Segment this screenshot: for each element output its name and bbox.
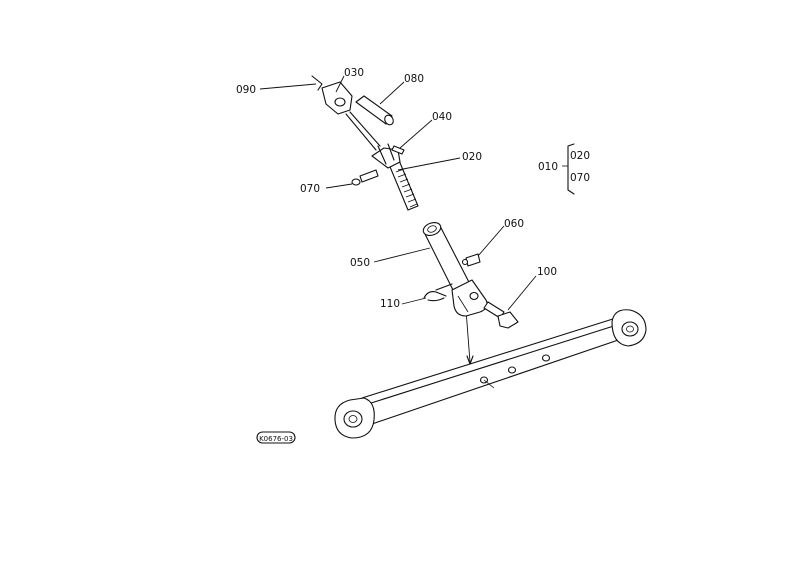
figure-code: K0676-03 [259,435,293,443]
lift-rod-tube [422,222,488,317]
attach-arrow-icon [466,355,474,365]
label-110: 110 [380,298,400,310]
label-040: 040 [432,111,452,123]
label-060: 060 [504,218,524,230]
label-030: 030 [344,67,364,79]
small-bolt [391,145,405,155]
attach-leader [465,309,471,363]
label-090: 090 [236,84,256,96]
grease-nipple [461,253,481,267]
label-070: 070 [300,183,320,195]
label-010-020: 020 [570,150,590,162]
label-020: 020 [462,151,482,163]
label-080: 080 [404,73,424,85]
pin-bolt [483,301,519,329]
assembly-legend: 010 020 070 [538,143,590,195]
top-yoke [311,75,381,151]
snap-pin [423,283,453,302]
label-100: 100 [537,266,557,278]
screw [351,169,379,186]
bar-hole-3 [541,354,551,362]
legend-bracket [567,143,575,195]
bar-hole-2 [507,366,517,374]
figure-code-badge: K0676-03 [256,431,296,444]
label-010-070: 070 [570,172,590,184]
lower-link-bar [334,309,647,439]
threaded-rod [371,143,419,211]
label-010: 010 [538,161,558,173]
leader-lines [259,75,537,311]
clevis-pin [355,95,394,126]
label-050: 050 [350,257,370,269]
